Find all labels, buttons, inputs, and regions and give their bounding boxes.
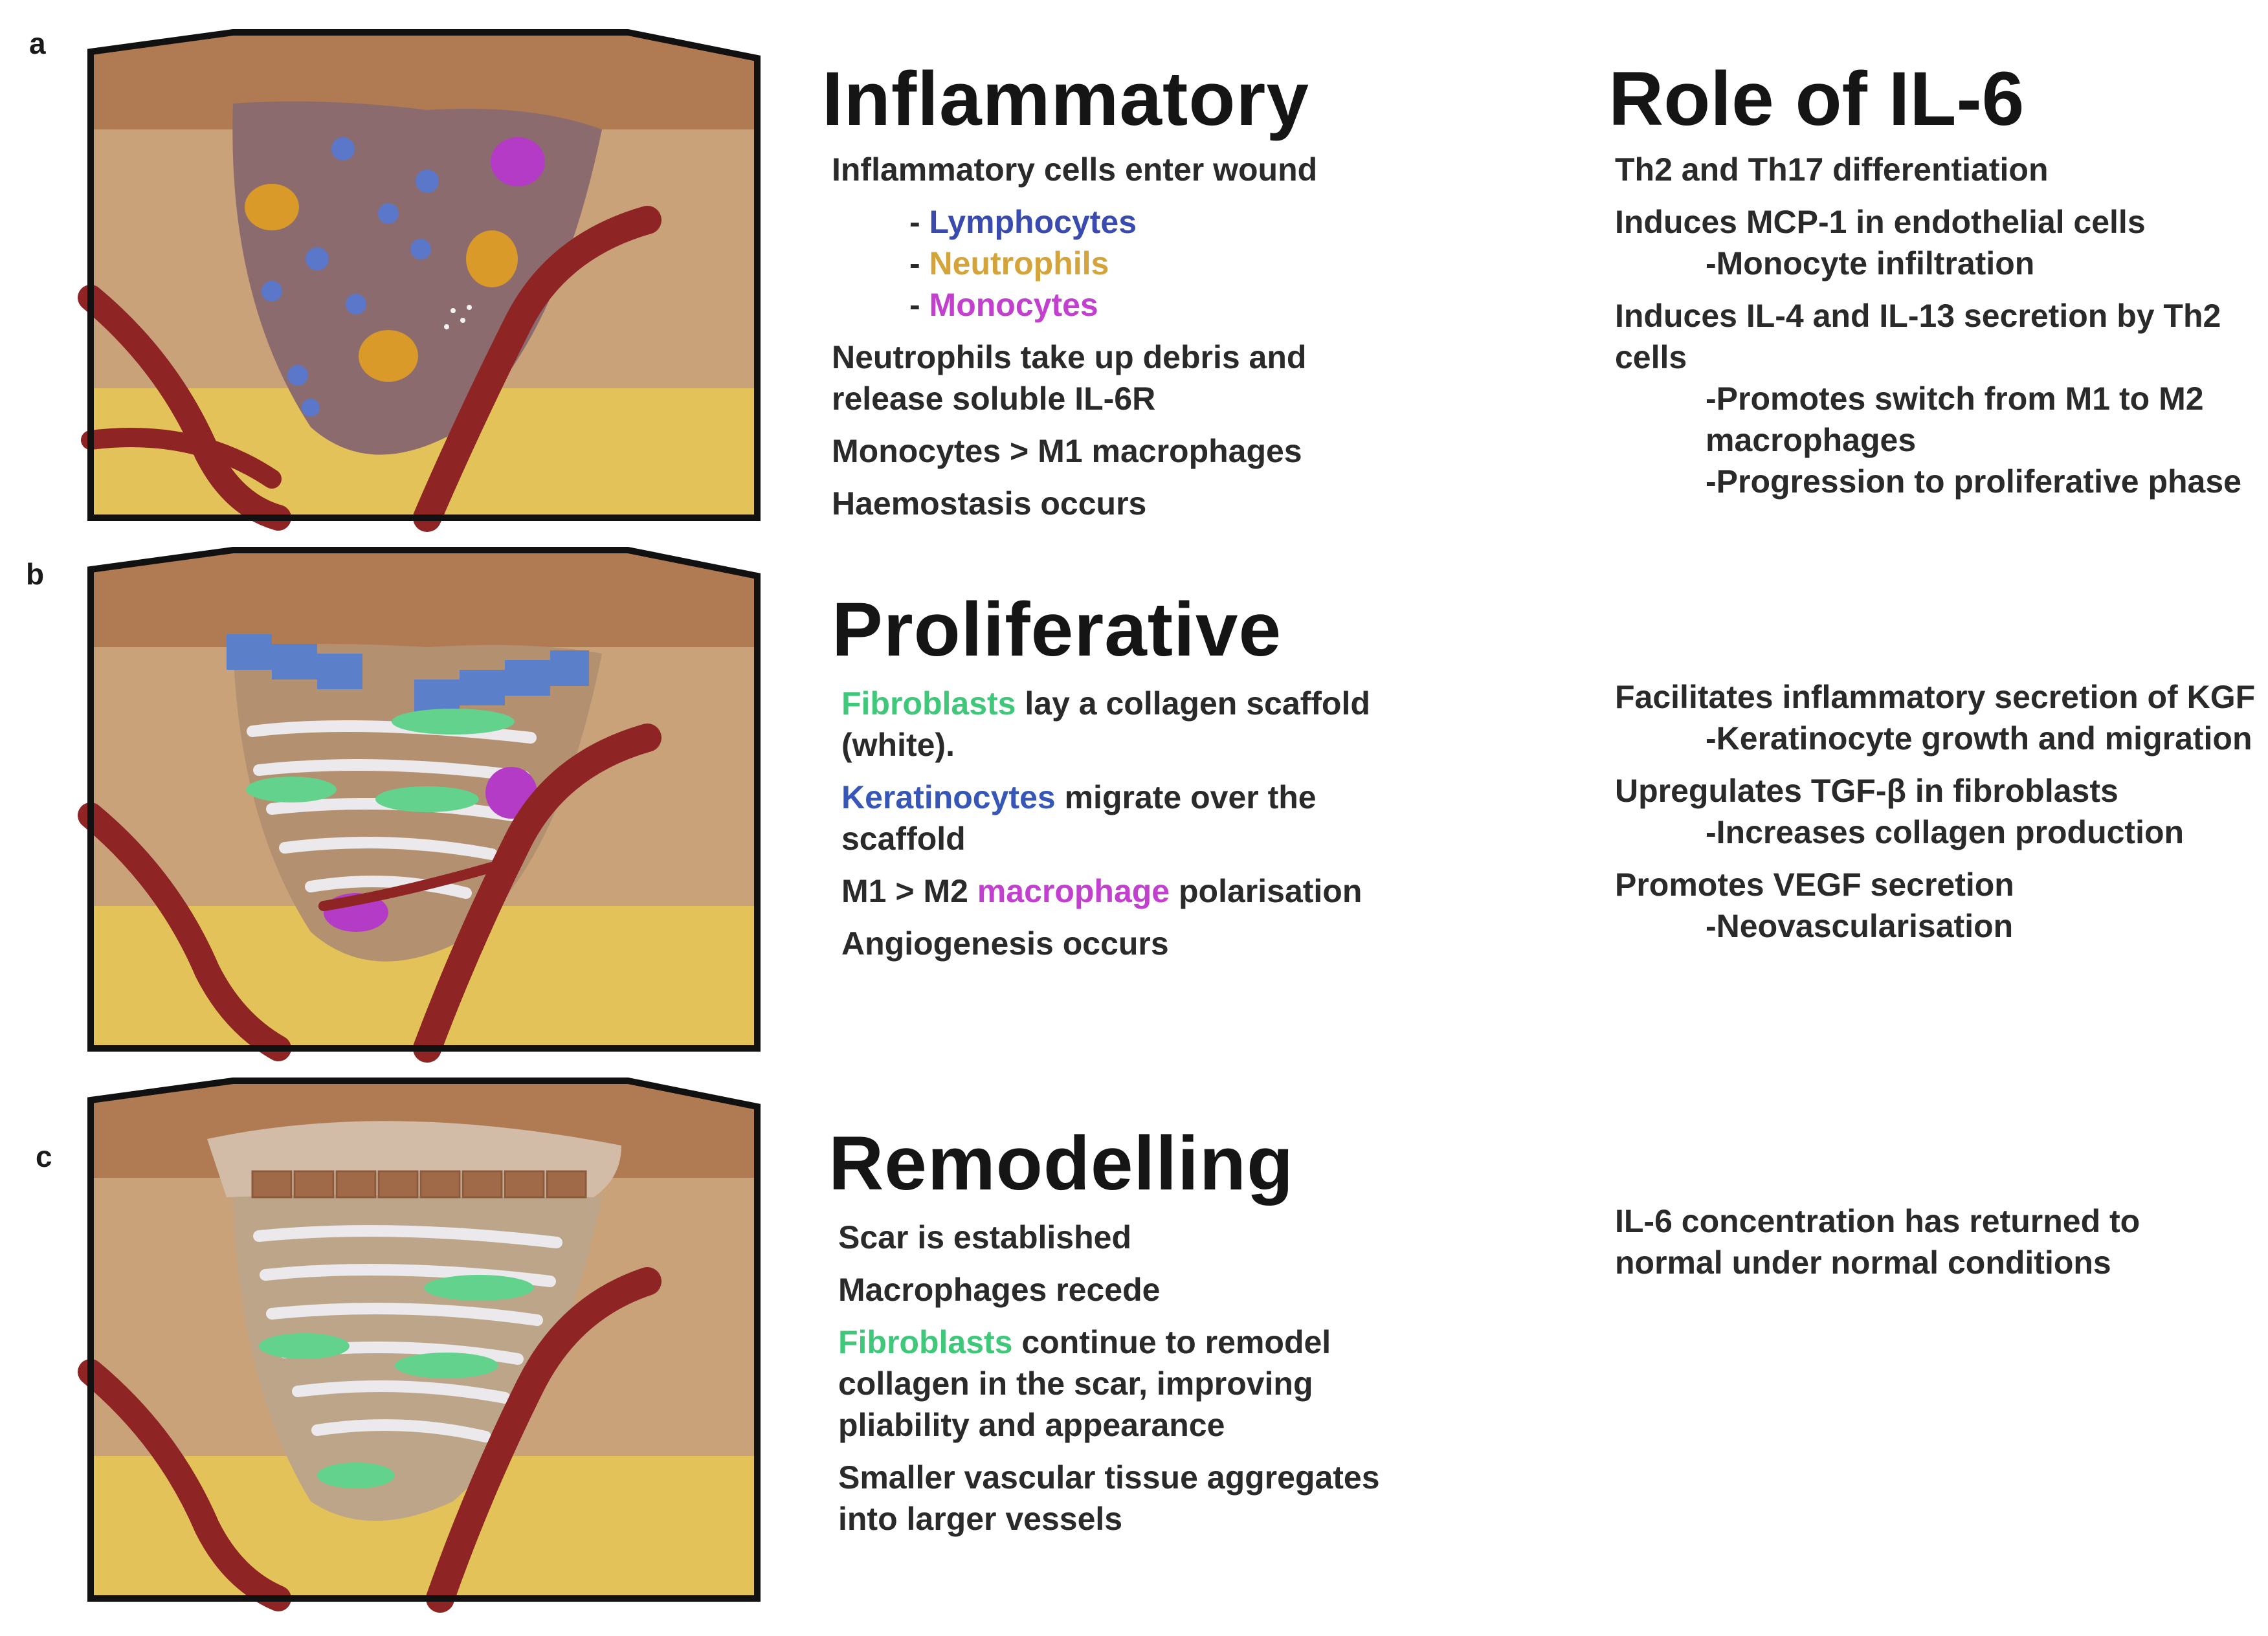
remodelling-line-2: Macrophages recede: [838, 1272, 1161, 1308]
remodelling-line-3: Fibroblasts continue to remodel collagen…: [838, 1324, 1331, 1443]
inflammatory-wound-illustration: [65, 26, 783, 550]
il6-inflammatory-roles: Th2 and Th17 differentiation Induces MCP…: [1615, 149, 2262, 513]
il6-inflam-p1: Th2 and Th17 differentiation: [1615, 151, 2049, 188]
proliferative-line-2: Keratinocytes migrate over the scaffold: [841, 779, 1317, 857]
remodelling-wound-illustration: [65, 1074, 783, 1618]
il6-inflam-p3-sub1: -Promotes switch from M1 to M2 macrophag…: [1706, 381, 2204, 458]
bullet-monocytes: - Monocytes: [909, 287, 1098, 323]
il6-remodelling-roles: IL-6 concentration has returned to norma…: [1615, 1200, 2197, 1294]
inflammatory-title: Inflammatory: [822, 56, 1309, 142]
proliferative-title: Proliferative: [832, 587, 1282, 672]
proliferative-line-4: Angiogenesis occurs: [841, 925, 1169, 962]
remodelling-line-4: Smaller vascular tissue aggregates into …: [838, 1459, 1380, 1537]
inflammatory-line-1: Neutrophils take up debris and release s…: [832, 339, 1307, 417]
il6-inflam-p2-sub: -Monocyte infiltration: [1706, 245, 2035, 282]
proliferative-wound-illustration: [65, 544, 783, 1068]
proliferative-wound-svg: [78, 547, 761, 1063]
remodelling-title: Remodelling: [828, 1121, 1295, 1206]
proliferative-line-1: Fibroblasts lay a collagen scaffold (whi…: [841, 685, 1370, 763]
panel-letter-b: b: [26, 557, 45, 591]
panel-letter-c: c: [36, 1140, 52, 1173]
il6-inflam-p2: Induces MCP-1 in endothelial cells: [1615, 204, 2146, 240]
proliferative-description: Fibroblasts lay a collagen scaffold (whi…: [841, 683, 1424, 975]
bullet-lymphocytes: - Lymphocytes: [909, 204, 1137, 240]
inflammatory-description: Inflammatory cells enter wound - Lymphoc…: [832, 149, 1414, 535]
inflammatory-wound-svg: [78, 29, 761, 532]
il6-title: Role of IL-6: [1608, 56, 2025, 142]
il6-prolif-p3-sub: -Neovascularisation: [1706, 908, 2014, 944]
bullet-neutrophils: - Neutrophils: [909, 245, 1109, 282]
remodelling-wound-svg: [78, 1078, 761, 1613]
il6-inflam-p3: Induces IL-4 and IL-13 secretion by Th2 …: [1615, 298, 2221, 375]
inflammatory-line-2: Monocytes > M1 macrophages: [832, 433, 1302, 469]
il6-prolif-p3: Promotes VEGF secretion: [1615, 867, 2014, 903]
il6-prolif-p2-sub: -Increases collagen production: [1706, 814, 2185, 850]
il6-proliferative-roles: Facilitates inflammatory secretion of KG…: [1615, 676, 2262, 958]
inflammatory-intro: Inflammatory cells enter wound: [832, 151, 1318, 188]
il6-remod-p1: IL-6 concentration has returned to norma…: [1615, 1203, 2140, 1281]
il6-prolif-p1-sub: -Keratinocyte growth and migration: [1706, 720, 2252, 757]
panel-letter-a: a: [29, 27, 46, 60]
inflammatory-line-3: Haemostasis occurs: [832, 485, 1147, 522]
il6-prolif-p1: Facilitates inflammatory secretion of KG…: [1615, 679, 2256, 715]
il6-prolif-p2: Upregulates TGF-β in fibroblasts: [1615, 773, 2118, 809]
proliferative-line-3: M1 > M2 macrophage polarisation: [841, 873, 1362, 909]
il6-inflam-p3-sub2: -Progression to proliferative phase: [1706, 463, 2241, 500]
remodelling-line-1: Scar is established: [838, 1219, 1132, 1255]
remodelling-description: Scar is established Macrophages recede F…: [838, 1217, 1440, 1551]
